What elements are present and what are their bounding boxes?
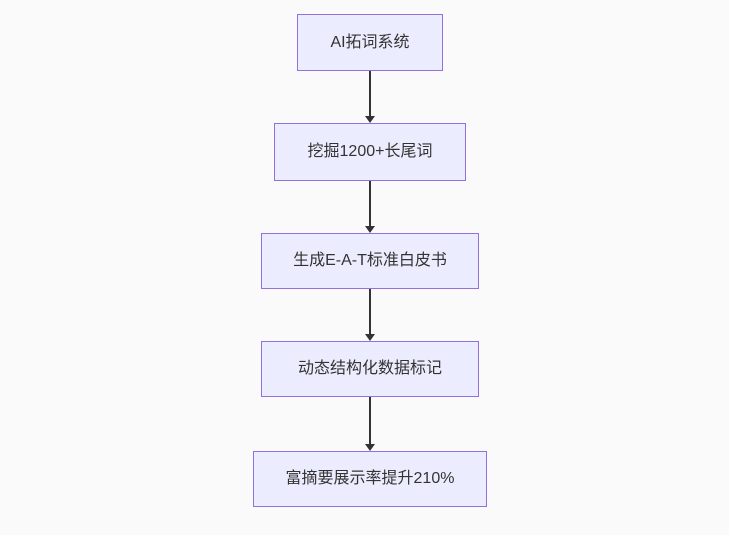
flow-arrow-line bbox=[369, 289, 371, 335]
flow-node-label: 富摘要展示率提升210% bbox=[285, 470, 455, 488]
arrowhead-down-icon bbox=[365, 444, 375, 451]
arrowhead-down-icon bbox=[365, 116, 375, 123]
arrowhead-down-icon bbox=[365, 226, 375, 233]
flow-arrow-line bbox=[369, 397, 371, 444]
flow-arrow-line bbox=[369, 181, 371, 227]
flow-node-eat-whitepaper-generation: 生成E-A-T标准白皮书 bbox=[261, 233, 479, 289]
flow-node-longtail-keyword-mining: 挖掘1200+长尾词 bbox=[274, 123, 466, 181]
flow-node-label: 动态结构化数据标记 bbox=[297, 360, 442, 378]
flow-node-label: AI拓词系统 bbox=[330, 33, 410, 51]
flow-node-ai-word-expansion-system: AI拓词系统 bbox=[297, 14, 443, 71]
flow-arrow-line bbox=[369, 71, 371, 117]
flow-node-dynamic-structured-data-markup: 动态结构化数据标记 bbox=[261, 341, 479, 397]
flow-node-rich-snippet-rate-increase: 富摘要展示率提升210% bbox=[253, 451, 487, 507]
flow-node-label: 生成E-A-T标准白皮书 bbox=[293, 252, 447, 270]
flow-node-label: 挖掘1200+长尾词 bbox=[307, 143, 433, 161]
arrowhead-down-icon bbox=[365, 334, 375, 341]
